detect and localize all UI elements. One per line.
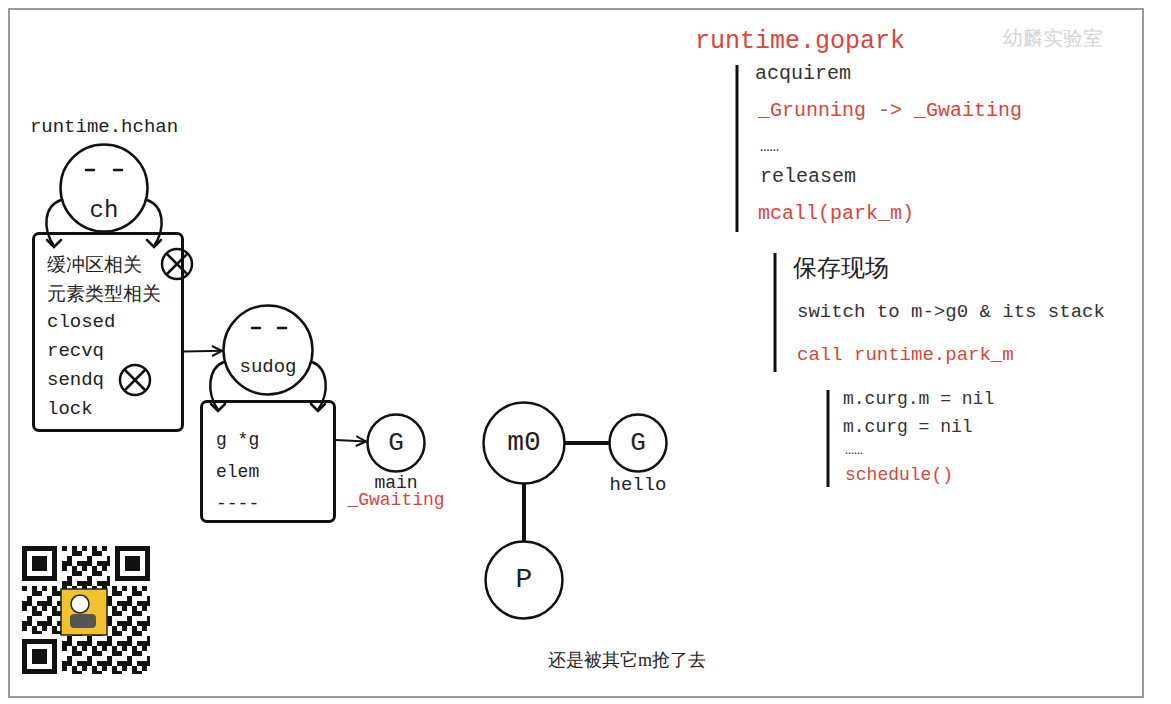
arm (147, 200, 162, 246)
ellipsis: …… (760, 138, 779, 156)
cross-circle (120, 365, 150, 395)
head-label: ch (90, 199, 119, 223)
cross-line (125, 370, 145, 390)
qr-logo-head (71, 595, 89, 613)
circle-outline (222, 304, 314, 396)
circle-outline (610, 415, 667, 472)
processor-circle: P (484, 540, 564, 620)
cross-line (125, 370, 145, 390)
qr-finder (27, 551, 52, 576)
eye (114, 169, 122, 172)
hand (311, 404, 325, 411)
frame (9, 9, 1143, 697)
chan-head: runtime.hchanch (59, 143, 149, 233)
qr-finder (32, 649, 47, 664)
circle-outline (368, 415, 425, 472)
goroutine-label: G (388, 430, 404, 456)
qr-finder (125, 556, 140, 571)
machine-circle: m0 (482, 401, 566, 485)
link-line (522, 485, 526, 540)
field-name: ---- (216, 488, 323, 520)
field-name: closed (47, 308, 171, 337)
sudog-head: sudog (222, 304, 314, 396)
eye (86, 169, 94, 172)
arm (46, 200, 61, 246)
hand (147, 240, 161, 247)
goroutine-status: _Gwaiting (347, 491, 444, 509)
chan-face (46, 170, 161, 247)
qr-logo-body (70, 614, 96, 628)
hand (211, 404, 225, 411)
goroutine-name: main (374, 474, 417, 492)
eye (278, 327, 286, 330)
code-step: schedule() (845, 465, 953, 486)
field-name: 元素类型相关 (47, 279, 171, 308)
pointer-arrow (184, 350, 222, 353)
sudog-fields-box: g *gelem---- (200, 400, 336, 523)
code-step: m.curg = nil (843, 417, 973, 438)
bracket-bar (736, 65, 739, 232)
watermark: 幼麟实验室 (1003, 27, 1103, 50)
bracket-bar (774, 253, 777, 372)
qr-finder (32, 556, 47, 571)
qr-quiet (22, 546, 62, 586)
code-step: mcall(park_m) (758, 202, 914, 225)
cross-circle (162, 249, 192, 279)
code-step: releasem (760, 165, 856, 188)
processor-label: P (516, 566, 533, 594)
qr-finder (22, 546, 57, 581)
field-name: sendq (47, 366, 171, 395)
step-heading: 保存现场 (793, 255, 889, 283)
qr-finder (22, 639, 57, 674)
pointer-arrow (336, 440, 366, 442)
goroutine-circle: Ghello (608, 413, 668, 473)
field-name: g *g (216, 424, 323, 456)
code-step: switch to m->g0 & its stack (797, 302, 1105, 324)
code-step: call runtime.park_m (797, 345, 1014, 367)
qr-modules (22, 546, 150, 674)
function-name: runtime.gopark (695, 28, 905, 57)
field-name: 缓冲区相关 (47, 250, 171, 279)
qr-finder (115, 546, 150, 581)
circle-outline (486, 542, 563, 619)
bracket-bar (827, 390, 830, 487)
qr-quiet (22, 634, 62, 674)
qr-quiet (110, 546, 150, 586)
goroutine-name: hello (609, 476, 666, 495)
code-step: acquirem (755, 62, 851, 85)
head-label: sudog (239, 358, 296, 377)
link-line (566, 441, 608, 445)
ellipsis: …… (845, 442, 863, 459)
circle-outline (61, 145, 148, 232)
machine-label: m0 (507, 429, 541, 457)
field-name: elem (216, 456, 323, 488)
code-step: _Grunning -> _Gwaiting (758, 99, 1022, 122)
field-name: lock (47, 395, 171, 424)
subtitle: 还是被其它m抢了去 (548, 650, 706, 671)
connectors (184, 351, 608, 540)
circle-outline (484, 403, 565, 484)
hand (47, 240, 61, 247)
code-step: m.curg.m = nil (843, 389, 994, 410)
hchan-fields-box: 缓冲区相关元素类型相关closedrecvqsendqlock (32, 232, 184, 432)
qr-code (22, 546, 150, 674)
goroutine-label: G (630, 430, 646, 456)
qr-finder (27, 644, 52, 669)
qr-finder (120, 551, 145, 576)
cross-line (167, 254, 187, 274)
goroutine-circle: Gmain_Gwaiting (366, 413, 426, 473)
qr-logo (61, 589, 107, 635)
eye (252, 327, 260, 330)
field-name: recvq (47, 337, 171, 366)
cross-line (167, 254, 187, 274)
struct-name: runtime.hchan (30, 118, 178, 137)
circle-outline (224, 306, 313, 395)
